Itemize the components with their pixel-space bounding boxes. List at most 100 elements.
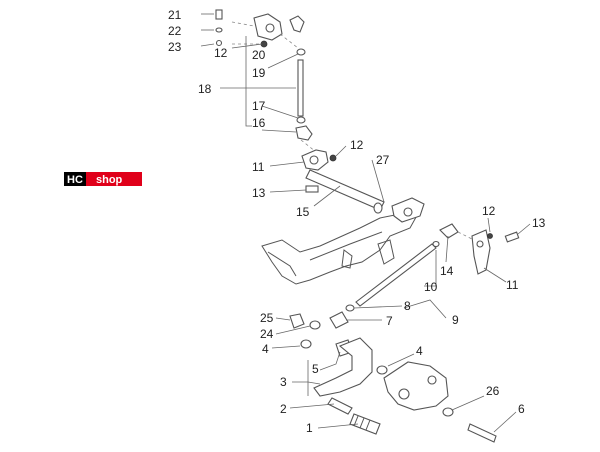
upper-lever-assembly [301, 149, 385, 214]
rubber-rib-3 [365, 419, 371, 431]
callout-14: 14 [440, 264, 454, 278]
pedal-lever-assembly [313, 337, 381, 435]
logo-text-shop: shop [96, 174, 123, 186]
dash-top-3 [279, 33, 299, 49]
main-frame [261, 197, 425, 285]
bracket-18 [245, 36, 252, 127]
right-lever-assembly [439, 223, 520, 275]
leader-11a [269, 161, 305, 167]
logo-text-hc: HC [67, 174, 83, 186]
rod-nut-top [432, 240, 440, 248]
frame-inner-1 [267, 251, 297, 277]
leader-24 [275, 325, 311, 335]
leader-12c [487, 217, 491, 233]
dash-rod [300, 139, 317, 153]
leader-4b [387, 353, 415, 367]
callout-numbers: 21 22 23 12 20 19 18 17 16 12 27 11 13 1… [168, 8, 546, 435]
callout-9: 9 [452, 313, 459, 327]
callout-18: 18 [198, 82, 212, 96]
frame-outline [261, 205, 421, 285]
callout-15: 15 [296, 205, 310, 219]
pin-2 [327, 397, 353, 415]
callout-27: 27 [376, 153, 390, 167]
nut-17 [296, 116, 306, 124]
callout-1: 1 [306, 421, 313, 435]
leader-13b [517, 223, 531, 235]
callout-2: 2 [280, 402, 287, 416]
leader-5 [319, 351, 341, 371]
leader-15 [313, 185, 341, 207]
washer-26 [442, 407, 454, 417]
leader-3 [292, 360, 309, 396]
callout-16: 16 [252, 116, 266, 130]
leader-27 [371, 159, 385, 203]
callout-19: 19 [252, 66, 266, 80]
logo-red-box [86, 172, 142, 186]
right-lever-11 [471, 229, 491, 275]
top-small-parts [215, 9, 306, 56]
callout-12-right: 12 [482, 204, 496, 218]
rod-end-7 [329, 311, 349, 329]
lever-hole [309, 155, 319, 165]
cap-25 [289, 313, 305, 329]
callout-4-right: 4 [416, 344, 423, 358]
part-23 [215, 39, 223, 47]
callout-7: 7 [386, 314, 393, 328]
upper-elbow-joint [289, 15, 305, 33]
rod-end-16 [295, 125, 313, 141]
callout-20: 20 [252, 48, 266, 62]
leader-8 [353, 305, 403, 309]
leader-1 [317, 423, 359, 429]
leader-10 [424, 250, 437, 287]
nut-8 [345, 304, 355, 312]
screw-21 [215, 9, 223, 20]
leader-12b [335, 145, 347, 157]
leader-17 [261, 105, 299, 119]
callout-17: 17 [252, 99, 266, 113]
hc-shop-logo: HC shop [64, 172, 142, 186]
leader-9 [403, 299, 447, 319]
foot-bracket-hole [398, 388, 410, 400]
leader-lines [200, 13, 531, 433]
bolt-13-left [305, 185, 319, 193]
leader-2 [289, 403, 335, 409]
callout-8: 8 [404, 299, 411, 313]
callout-25: 25 [260, 311, 274, 325]
callout-13-left: 13 [252, 186, 266, 200]
washer-22 [215, 27, 223, 33]
bush-4-left [300, 339, 312, 349]
leader-3b [307, 381, 321, 385]
bolt-6 [467, 423, 497, 443]
dash-top-1 [231, 21, 255, 27]
callout-26: 26 [486, 384, 500, 398]
leader-12a [231, 43, 263, 49]
logo-dark-box [64, 172, 86, 186]
callout-22: 22 [168, 24, 182, 38]
callout-11-left: 11 [252, 160, 265, 174]
leader-19 [267, 53, 299, 69]
leader-13a [269, 189, 307, 193]
callout-24: 24 [260, 327, 274, 341]
lower-rod-10 [355, 243, 437, 307]
callout-3: 3 [280, 375, 287, 389]
leader-4a [271, 345, 301, 349]
rubber-rib-2 [359, 417, 365, 429]
foot-bracket-hole-2 [427, 375, 437, 385]
leader-23 [200, 43, 215, 47]
washer-19 [296, 48, 306, 56]
callout-21: 21 [168, 8, 182, 22]
leader-26 [451, 395, 485, 411]
callout-5: 5 [312, 362, 319, 376]
upper-rod-18 [297, 59, 304, 117]
frame-tab-2 [377, 239, 395, 265]
foot-bracket-body [383, 361, 449, 411]
callout-10: 10 [424, 280, 438, 294]
foot-bracket [376, 361, 497, 443]
nut-12-right [487, 233, 493, 239]
washer-24 [309, 320, 321, 330]
leader-25 [275, 317, 291, 321]
right-lever-hole [476, 240, 484, 248]
callout-13-right: 13 [532, 216, 546, 230]
frame-pivot-hole [403, 207, 413, 217]
